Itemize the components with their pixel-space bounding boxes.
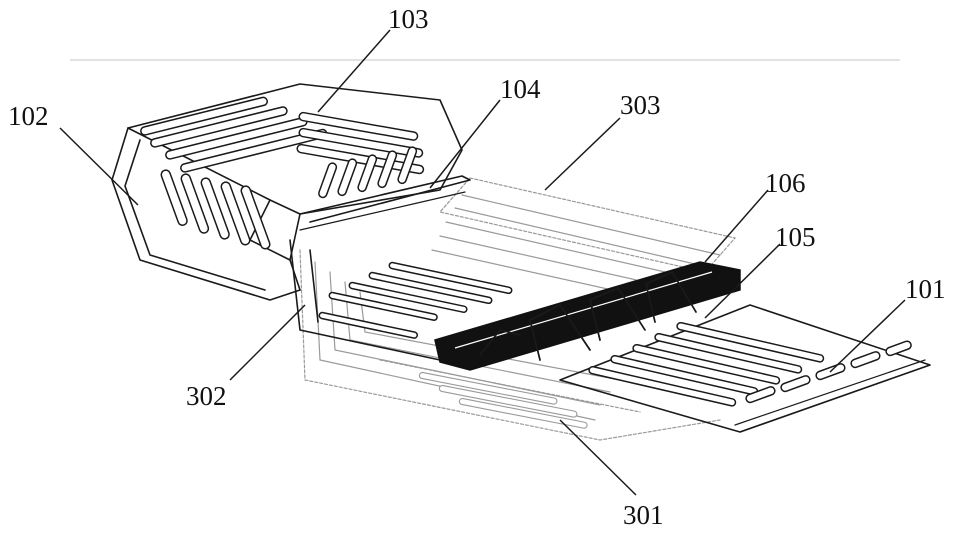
leader-302	[229, 304, 306, 381]
leader-301	[559, 419, 637, 496]
leader-303	[544, 117, 621, 191]
leader-106	[704, 189, 769, 263]
band-106	[434, 261, 741, 371]
label-303: 303	[620, 90, 661, 120]
label-106: 106	[765, 168, 806, 198]
strip-101	[559, 304, 931, 433]
leader-104	[429, 99, 501, 189]
label-101: 101	[905, 274, 946, 304]
label-104: 104	[500, 74, 541, 104]
label-105: 105	[775, 222, 816, 252]
leader-105	[704, 243, 781, 319]
label-301: 301	[623, 500, 664, 530]
leader-101	[829, 299, 906, 373]
label-103: 103	[388, 4, 429, 34]
cage-structure	[111, 83, 471, 301]
hoops-105	[479, 271, 697, 361]
label-302: 302	[186, 381, 227, 411]
leader-102	[59, 127, 139, 206]
inner-section	[289, 239, 513, 361]
label-102: 102	[8, 101, 49, 131]
leader-103	[317, 29, 391, 113]
